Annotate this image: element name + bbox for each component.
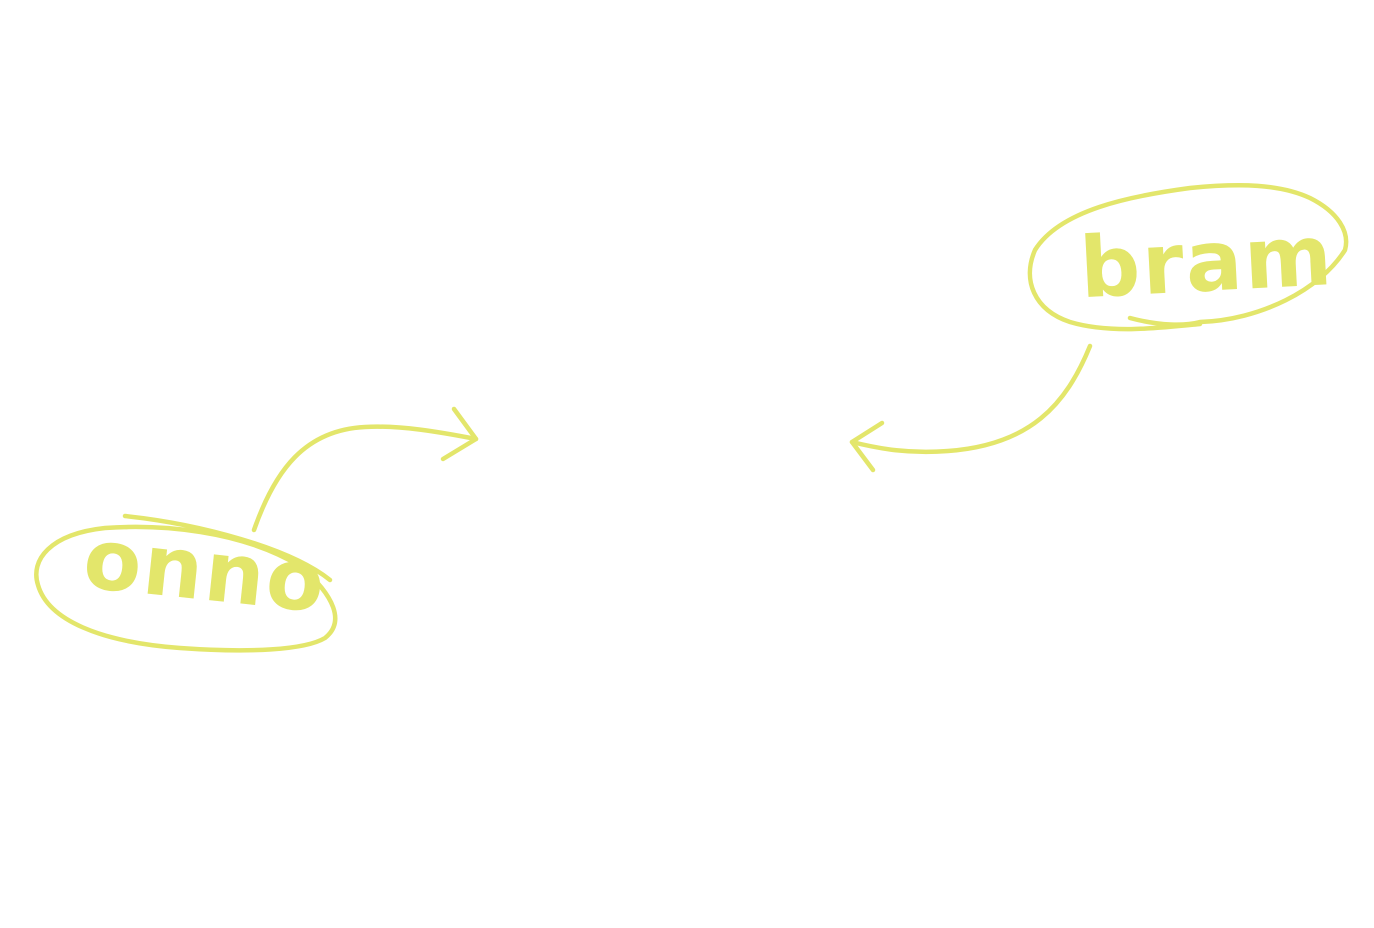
- bram-arrow-curve: [849, 343, 1093, 455]
- onno-oval-scribble: [34, 513, 338, 653]
- bram-arrow-head: [849, 420, 885, 473]
- bram-annotation: bram: [849, 183, 1349, 473]
- onno-annotation: onno: [34, 406, 479, 653]
- onno-label: onno: [79, 509, 331, 632]
- bram-oval-scribble: [1027, 183, 1349, 332]
- onno-arrow-curve: [251, 424, 479, 533]
- onno-arrow-head: [440, 406, 479, 462]
- bram-label: bram: [1077, 206, 1336, 317]
